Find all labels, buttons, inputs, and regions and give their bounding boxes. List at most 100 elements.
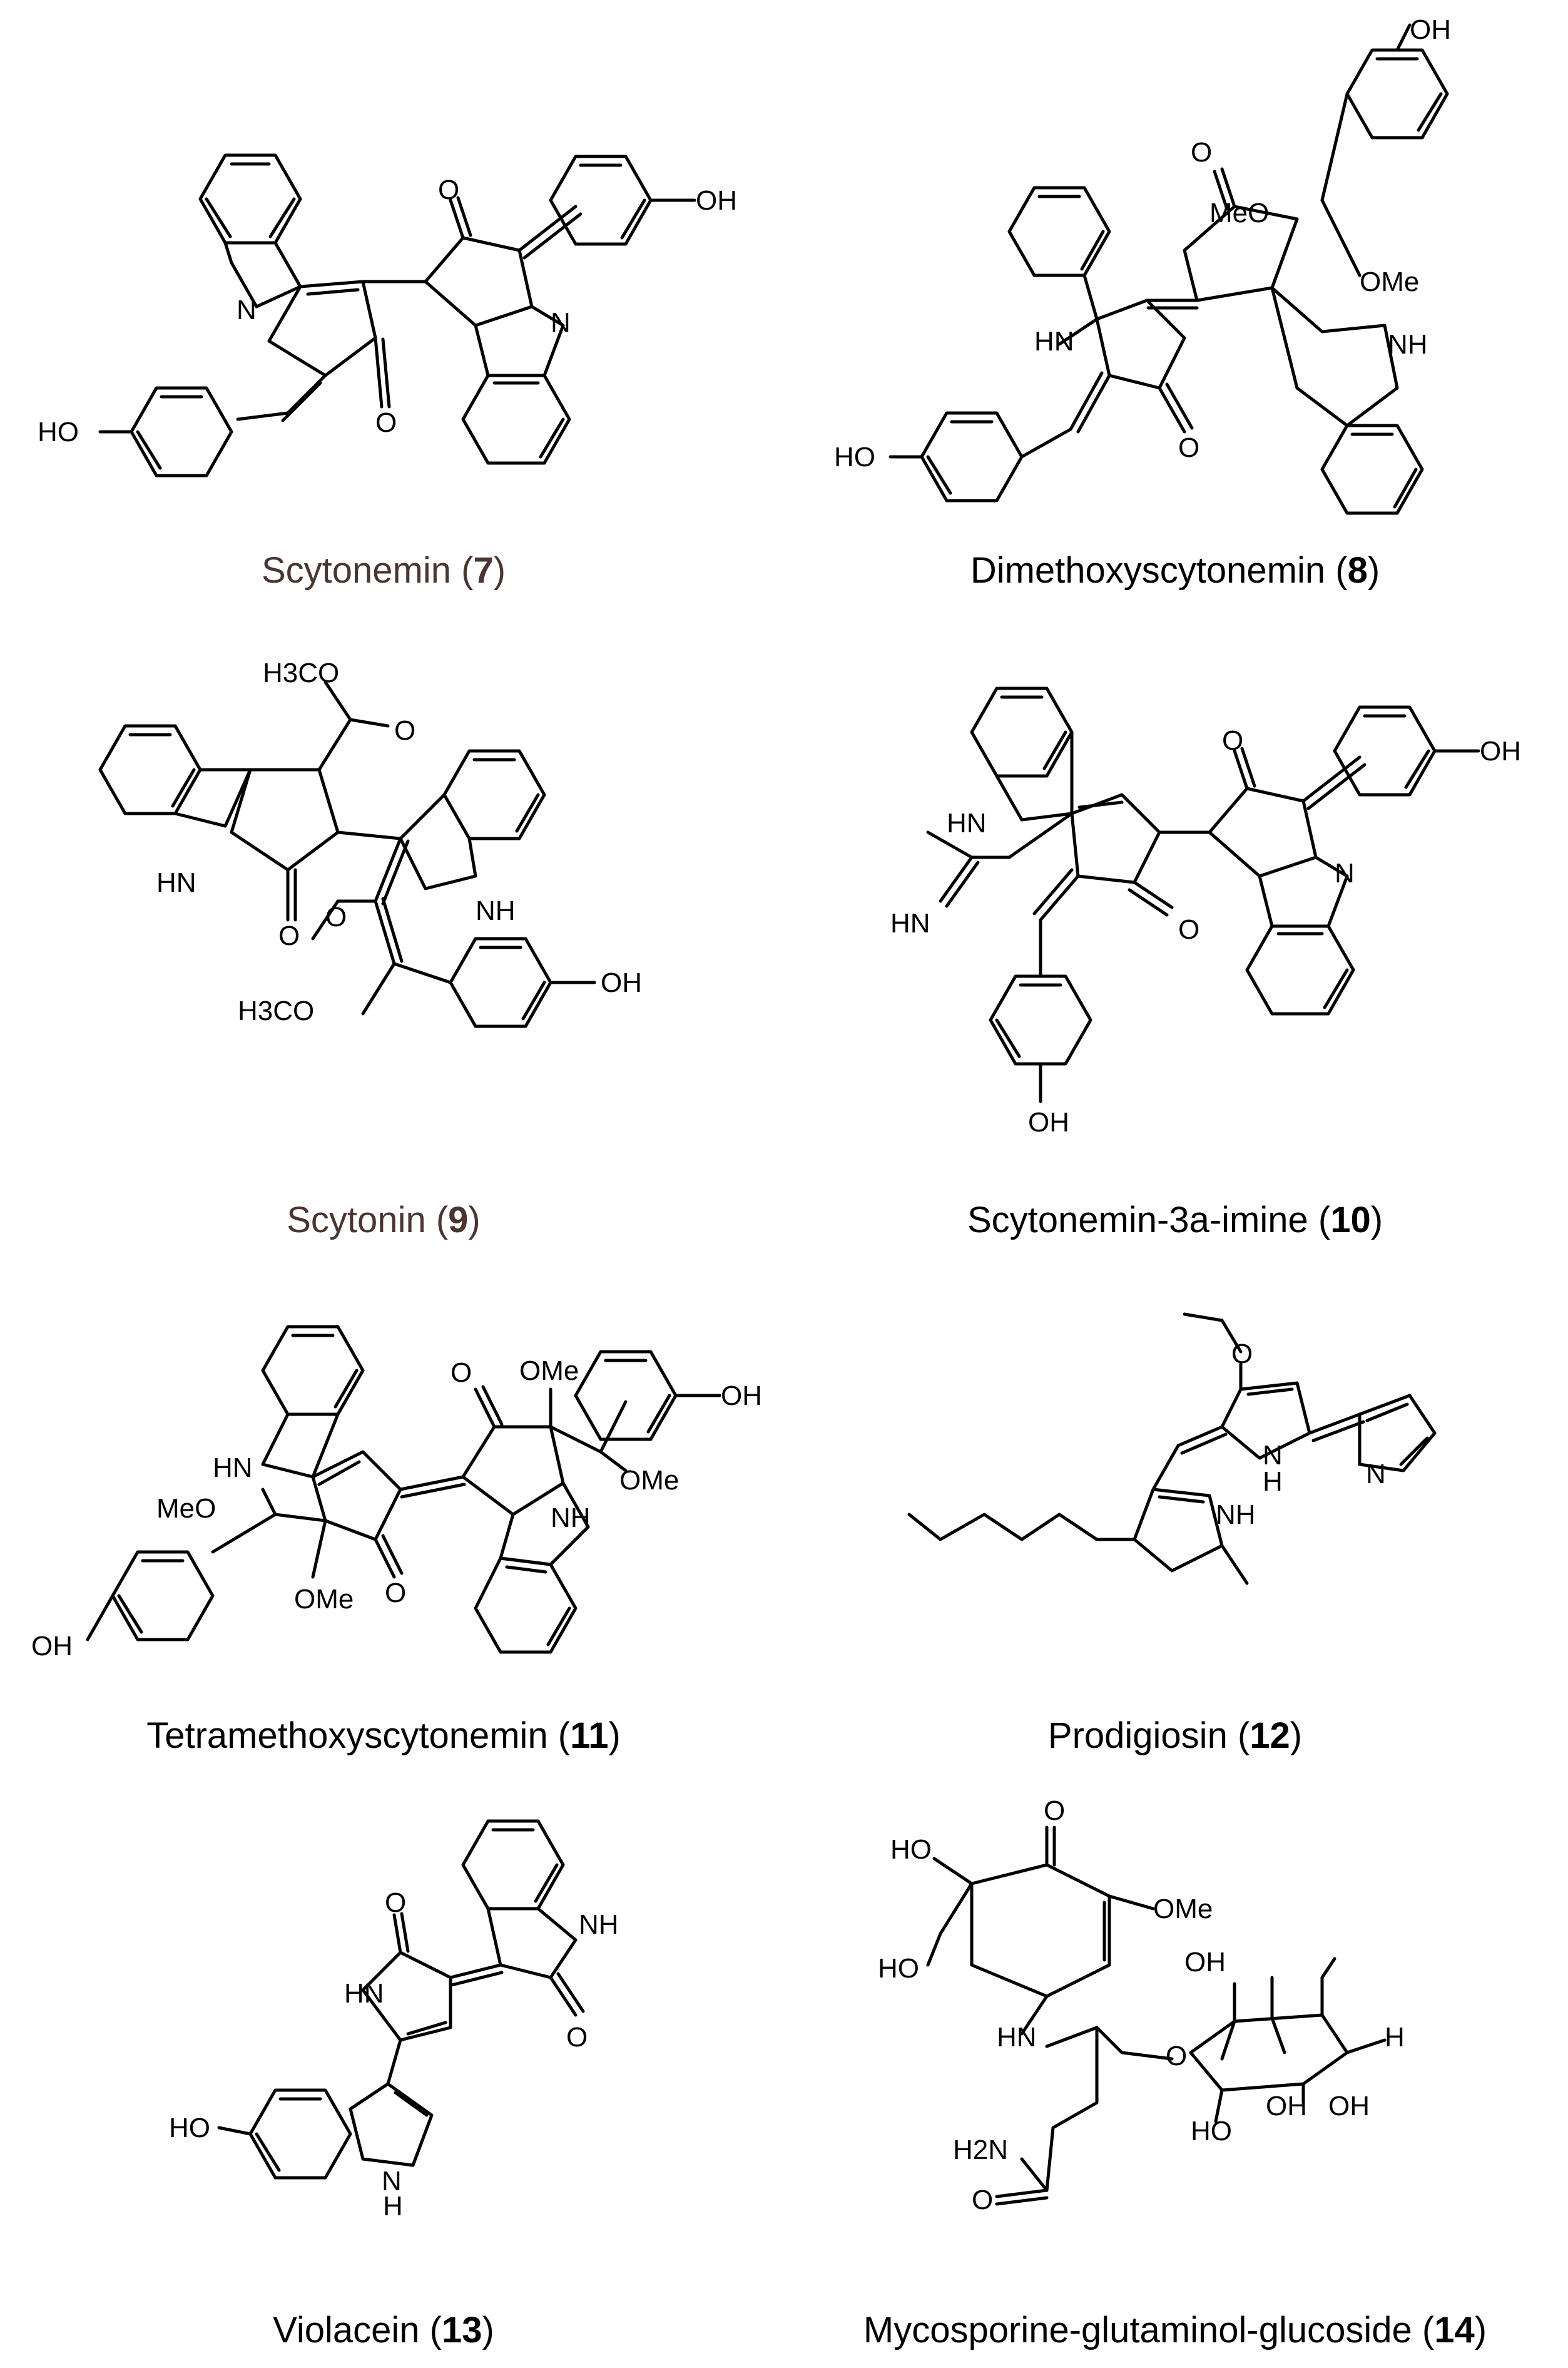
atom-label: O bbox=[1044, 1795, 1065, 1826]
atom-label: OH bbox=[721, 1380, 762, 1411]
tetramethoxyscytonemin-diagram: O OMe OH OMe HN NH MeO OMe O OH bbox=[31, 1325, 762, 1661]
compound-name: Scytonin bbox=[287, 1200, 426, 1240]
atom-label: OMe bbox=[619, 1465, 679, 1496]
compound-number: 12 bbox=[1250, 1715, 1290, 1756]
structure-mycosporine-glutaminol-glucoside: HO O OH OMe HO HN O H2N O HO OH OH H bbox=[784, 1790, 1568, 2368]
compound-name: Tetramethoxyscytonemin bbox=[146, 1715, 548, 1756]
atom-label: OH bbox=[1480, 736, 1521, 767]
compound-number: 11 bbox=[570, 1715, 609, 1756]
atom-label: H bbox=[383, 2191, 403, 2222]
atom-label: NH bbox=[579, 1909, 619, 1940]
atom-label: O bbox=[385, 1578, 406, 1608]
caption-violacein: Violacein (13) bbox=[273, 2310, 494, 2350]
atom-label: HO bbox=[169, 2113, 210, 2143]
atom-label: O bbox=[394, 715, 415, 746]
atom-label: H2N bbox=[953, 2135, 1008, 2165]
atom-label: OH bbox=[601, 967, 642, 998]
atom-label: MeO bbox=[156, 1493, 216, 1524]
structure-dimethoxyscytonemin: OH MeO O OMe HN NH HO O bbox=[784, 0, 1568, 563]
atom-label: NH bbox=[1216, 1499, 1256, 1530]
compound-name: Scytonemin-3a-imine bbox=[967, 1200, 1308, 1240]
atom-label: O bbox=[972, 2185, 993, 2215]
atom-label: NH bbox=[551, 1503, 591, 1533]
atom-label: N bbox=[237, 295, 257, 325]
atom-label: N bbox=[1335, 858, 1355, 889]
atom-label: O bbox=[1231, 1339, 1253, 1369]
atom-label: O bbox=[438, 175, 459, 205]
violacein-diagram: O NH HN O HO N H bbox=[169, 1819, 619, 2222]
scytonemin-3a-imine-diagram: O OH HN N HN O OH bbox=[890, 686, 1521, 1138]
atom-label: HO bbox=[890, 1834, 932, 1865]
atom-label: O bbox=[566, 2022, 588, 2053]
atom-label: NH bbox=[476, 896, 516, 926]
structure-scytonemin-3a-imine: O OH HN N HN O OH bbox=[784, 626, 1568, 1252]
caption-scytonin: Scytonin (9) bbox=[287, 1200, 481, 1240]
atom-label: HN bbox=[997, 2022, 1037, 2053]
atom-label: O bbox=[1191, 137, 1212, 168]
atom-label: OH bbox=[1328, 2091, 1370, 2121]
caption-dimethoxyscytonemin: Dimethoxyscytonemin (8) bbox=[970, 550, 1380, 591]
compound-number: 10 bbox=[1330, 1200, 1371, 1240]
atom-label: OMe bbox=[1153, 1894, 1213, 1924]
atom-label: HN bbox=[156, 867, 196, 898]
compound-number: 9 bbox=[448, 1200, 469, 1240]
structure-violacein: O NH HN O HO N H bbox=[0, 1790, 784, 2368]
scytonin-diagram: H3CO O HN NH O O H3CO OH bbox=[98, 658, 642, 1028]
mycosporine-glutaminol-glucoside-diagram: HO O OH OMe HO HN O H2N O HO OH OH H bbox=[878, 1795, 1405, 2215]
atom-label: HN bbox=[213, 1452, 253, 1483]
atom-label: OH bbox=[696, 185, 737, 216]
atom-label: HO bbox=[1191, 2116, 1232, 2146]
caption-mycosporine-glutaminol-glucoside: Mycosporine-glutaminol-glucoside (14) bbox=[863, 2310, 1487, 2350]
atom-label: H3CO bbox=[263, 658, 339, 688]
compound-number: 13 bbox=[441, 2310, 482, 2350]
atom-label: N bbox=[1263, 1440, 1283, 1471]
atom-label: O bbox=[1178, 914, 1199, 945]
atom-label: N bbox=[551, 307, 571, 338]
caption-prodigiosin: Prodigiosin (12) bbox=[1047, 1715, 1303, 1756]
atom-label: HN bbox=[890, 908, 930, 939]
atom-label: O bbox=[278, 921, 300, 951]
compound-number: 14 bbox=[1434, 2310, 1475, 2350]
atom-label: OH bbox=[1410, 14, 1451, 45]
atom-label: O bbox=[451, 1357, 472, 1388]
atom-label: H3CO bbox=[238, 996, 314, 1026]
caption-scytonemin: Scytonemin (7) bbox=[261, 550, 506, 591]
atom-label: N bbox=[382, 2166, 402, 2197]
compound-name: Violacein bbox=[273, 2310, 420, 2350]
atom-label: O bbox=[1178, 432, 1199, 463]
caption-scytonemin-3a-imine: Scytonemin-3a-imine (10) bbox=[967, 1200, 1383, 1240]
atom-label: OMe bbox=[519, 1355, 579, 1386]
atom-label: HO bbox=[38, 417, 79, 447]
atom-label: HO bbox=[878, 1953, 919, 1984]
compound-name: Prodigiosin bbox=[1047, 1715, 1228, 1756]
compound-name: Mycosporine-glutaminol-glucoside bbox=[863, 2310, 1412, 2350]
atom-label: O bbox=[325, 902, 347, 932]
structure-scytonin: H3CO O HN NH O O H3CO OH bbox=[0, 626, 784, 1252]
structure-tetramethoxyscytonemin: O OMe OH OMe HN NH MeO OMe O OH bbox=[0, 1264, 784, 1765]
compound-number: 7 bbox=[473, 550, 494, 591]
atom-label: HN bbox=[344, 1978, 384, 2009]
atom-label: O bbox=[375, 407, 397, 438]
dimethoxyscytonemin-diagram: OH MeO O OMe HN NH HO O bbox=[834, 14, 1451, 515]
prodigiosin-diagram: O N H N NH bbox=[907, 1312, 1437, 1585]
atom-label: OH bbox=[1184, 1947, 1226, 1978]
scytonemin-diagram: N N O O OH HO bbox=[38, 153, 737, 477]
compound-name: Scytonemin bbox=[261, 550, 451, 591]
compound-number: 8 bbox=[1347, 550, 1368, 591]
atom-label: HN bbox=[947, 808, 987, 839]
atom-label: OMe bbox=[1360, 267, 1419, 297]
structure-scytonemin: N N O O OH HO bbox=[0, 0, 784, 563]
atom-label: H bbox=[1263, 1466, 1283, 1497]
compound-name: Dimethoxyscytonemin bbox=[970, 550, 1326, 591]
atom-label: HO bbox=[834, 442, 875, 472]
atom-label: O bbox=[1222, 725, 1243, 756]
structure-prodigiosin: O N H N NH bbox=[784, 1264, 1568, 1765]
atom-label: O bbox=[1166, 2041, 1187, 2071]
atom-label: H bbox=[1385, 2022, 1405, 2053]
atom-label: OMe bbox=[294, 1584, 354, 1615]
atom-label: O bbox=[385, 1887, 406, 1918]
atom-label: OH bbox=[1266, 2091, 1307, 2121]
caption-tetramethoxyscytonemin: Tetramethoxyscytonemin (11) bbox=[146, 1715, 621, 1756]
atom-label: HN bbox=[1034, 326, 1074, 357]
atom-label: OH bbox=[31, 1631, 73, 1661]
